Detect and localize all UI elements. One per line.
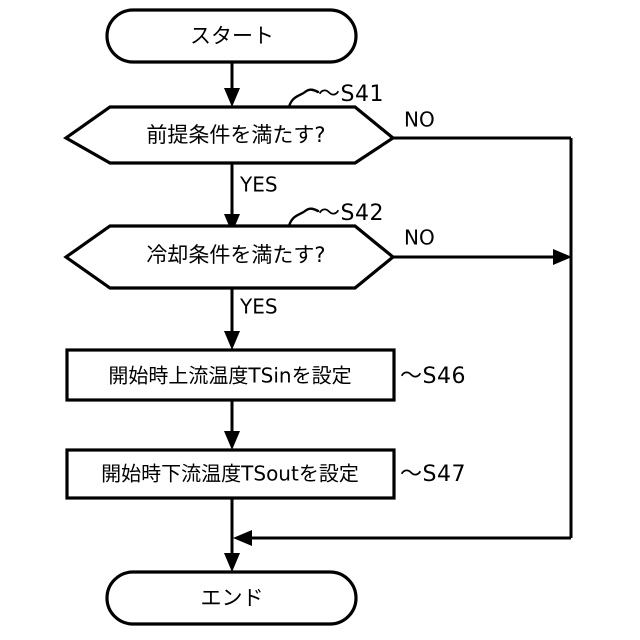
decision-s41-label: 前提条件を満たす? — [146, 123, 325, 147]
edge-s46-to-s47 — [224, 400, 240, 450]
arrowhead-down — [224, 553, 240, 572]
arrowhead-down — [224, 88, 240, 107]
edge-label-s42-no: NO — [404, 226, 435, 250]
edge-label-s41-yes: YES — [239, 173, 278, 197]
edge-s42-yes — [224, 288, 240, 350]
decision-s41-shape — [63, 105, 396, 165]
arrowhead-left — [233, 530, 252, 546]
step-marker-s42: ～S42 — [287, 201, 384, 228]
step-label-s46: ～S46 — [400, 364, 466, 389]
arrowhead-down — [224, 331, 240, 350]
edge-label-s42-yes: YES — [239, 295, 278, 319]
edge-s47-to-end — [224, 498, 240, 572]
step-marker-s46: ～S46 — [400, 364, 466, 389]
arrowhead-down — [224, 214, 240, 233]
edge-start-to-s41 — [224, 62, 240, 107]
step-marker-s41: ～S41 — [287, 82, 384, 109]
start-shape — [105, 8, 358, 64]
node-decision-s42[interactable]: 冷却条件を満たす? — [63, 224, 396, 290]
step-label-s41: ～S41 — [318, 82, 384, 107]
edge-label-s41-no: NO — [404, 108, 435, 132]
step-marker-s47: ～S47 — [400, 462, 466, 487]
edge-s42-no — [393, 249, 572, 265]
decision-s42-label: 冷却条件を満たす? — [146, 243, 325, 267]
process-s46-shape — [65, 348, 396, 402]
process-s46-label: 開始時上流温度TSinを設定 — [108, 364, 351, 388]
node-process-s46[interactable]: 開始時上流温度TSinを設定 — [65, 348, 396, 402]
edge-s41-yes — [224, 163, 240, 233]
arrowhead-down — [224, 431, 240, 450]
end-shape — [105, 570, 358, 626]
step-label-s42: ～S42 — [318, 201, 384, 226]
start-label: スタート — [190, 24, 274, 48]
process-s47-shape — [65, 448, 396, 500]
edge-right-rail — [233, 138, 573, 546]
arrowhead-right — [553, 249, 572, 265]
decision-s42-shape — [63, 224, 396, 290]
step-label-s47: ～S47 — [400, 462, 466, 487]
process-s47-label: 開始時下流温度TSoutを設定 — [101, 462, 359, 486]
node-end[interactable]: エンド — [105, 570, 358, 626]
end-label: エンド — [201, 586, 264, 610]
node-process-s47[interactable]: 開始時下流温度TSoutを設定 — [65, 448, 396, 500]
node-decision-s41[interactable]: 前提条件を満たす? — [63, 105, 396, 165]
node-start[interactable]: スタート — [105, 8, 358, 64]
